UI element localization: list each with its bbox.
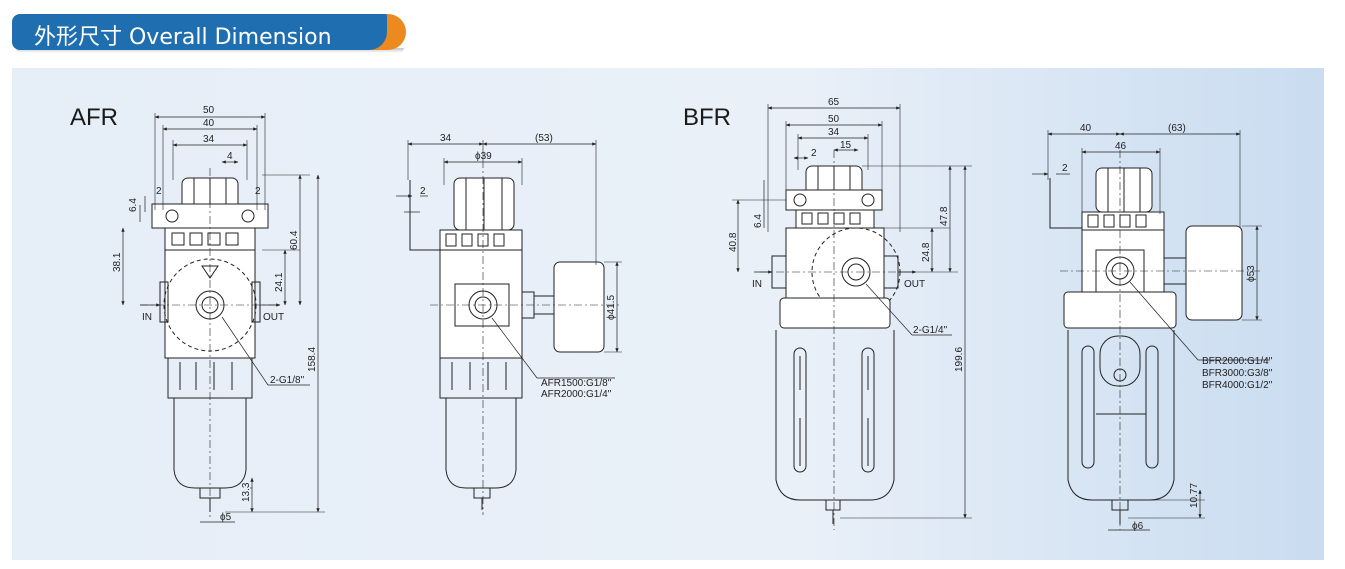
bfr-side-dim-10-77: 10.77 — [1189, 483, 1200, 508]
bfr-dim-24-8: 24.8 — [921, 242, 932, 262]
bfr-side-dim-40: 40 — [1080, 123, 1092, 134]
bfr-dim-199-6: 199.6 — [954, 347, 965, 372]
bfr-model-label: BFR — [683, 104, 731, 131]
afr-front-view — [121, 113, 325, 523]
bfr-out-label: OUT — [904, 279, 925, 290]
bfr-dim-15: 15 — [840, 140, 852, 151]
section-title: 外形尺寸 Overall Dimension — [34, 25, 332, 50]
afr-dim-4: 4 — [227, 151, 233, 162]
afr-side-dim-phi39: ϕ39 — [475, 151, 492, 162]
afr-side-dim-34: 34 — [440, 133, 452, 144]
bfr-dim-50: 50 — [828, 114, 840, 125]
afr-dim-40: 40 — [203, 118, 215, 129]
afr-dim-2b: 2 — [255, 186, 261, 197]
bfr-side-dim-2: 2 — [1062, 163, 1068, 174]
bfr-dim-40-8: 40.8 — [728, 232, 739, 252]
afr-side-port-1: AFR1500:G1/8" — [541, 378, 612, 389]
afr-side-dim-53: (53) — [535, 133, 553, 144]
header-blue-tab — [12, 14, 387, 50]
afr-model-label: AFR — [70, 104, 118, 131]
bfr-front-view — [732, 104, 972, 530]
bfr-dim-2: 2 — [811, 148, 817, 159]
bfr-side-port-3: BFR4000:G1/2" — [1202, 380, 1273, 391]
bfr-port-label: 2-G1/4" — [913, 325, 948, 336]
bfr-dim-34: 34 — [828, 127, 840, 138]
afr-side-port-2: AFR2000:G1/4" — [541, 389, 612, 400]
section-header: 外形尺寸 Overall Dimension — [12, 14, 406, 53]
afr-dim-60-4: 60.4 — [289, 230, 300, 250]
bfr-labels: BFR 65 50 34 15 2 40.8 6.4 47.8 24.8 199… — [683, 97, 1273, 532]
afr-dim-6-4: 6.4 — [128, 198, 139, 212]
bfr-dim-47-8: 47.8 — [939, 206, 950, 226]
header-shadow — [16, 48, 404, 53]
afr-side-dim-2: 2 — [420, 186, 426, 197]
afr-in-label: IN — [142, 312, 152, 323]
bfr-side-port-2: BFR3000:G3/8" — [1202, 368, 1273, 379]
afr-dim-13-3: 13.3 — [241, 482, 252, 502]
bfr-side-dim-phi6: ϕ6 — [1132, 521, 1144, 532]
afr-dim-phi5: ϕ5 — [220, 512, 232, 523]
afr-side-dim-phi41-5: ϕ41.5 — [606, 294, 617, 320]
bfr-in-label: IN — [752, 279, 762, 290]
afr-dim-158-4: 158.4 — [307, 347, 318, 372]
bfr-side-dim-phi53: ϕ53 — [1246, 265, 1257, 282]
bfr-dim-6-4: 6.4 — [753, 214, 764, 228]
bfr-side-dim-46: 46 — [1115, 141, 1127, 152]
afr-out-label: OUT — [263, 312, 284, 323]
afr-side-view — [396, 140, 622, 515]
afr-labels: AFR 50 40 34 4 2 2 6.4 38.1 60.4 24.1 15… — [70, 104, 617, 523]
bfr-dim-65: 65 — [828, 97, 840, 108]
afr-dim-50: 50 — [203, 105, 215, 116]
bfr-side-view — [1032, 130, 1270, 531]
afr-dim-38-1: 38.1 — [112, 252, 123, 272]
afr-dim-2a: 2 — [156, 186, 162, 197]
afr-dim-34: 34 — [203, 134, 215, 145]
afr-port-label: 2-G1/8" — [270, 375, 305, 386]
bfr-side-port-1: BFR2000:G1/4" — [1202, 356, 1273, 367]
bfr-side-dim-63: (63) — [1168, 123, 1186, 134]
afr-dim-24-1: 24.1 — [274, 272, 285, 292]
